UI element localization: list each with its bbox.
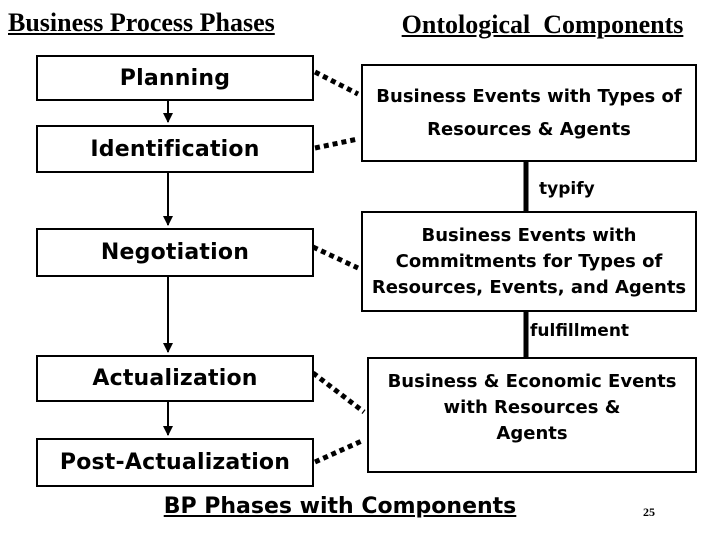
right-column-title: Ontological Components [401,10,684,39]
relation-label-typify: typify [539,179,595,199]
component-box-business-economic-events: Business & Economic Events with Resource… [367,357,697,473]
dotted-link-planning [313,69,360,97]
component-text-line: Commitments for Types of [395,250,663,272]
slide-caption: BP Phases with Components [163,494,517,519]
dotted-link-actualization [311,371,366,414]
component-box-business-events-types: Business Events with Types of Resources … [361,64,697,162]
phase-label: Planning [119,65,231,91]
component-text-line: with Resources & [443,397,621,418]
component-text-line: Resources, Events, and Agents [371,276,687,298]
dotted-link-postactualization [313,437,366,465]
phase-box-postactualization: Post-Actualization [36,438,314,487]
component-box-business-events-commitments: Business Events with Commitments for Typ… [361,211,697,312]
component-text-line: Business & Economic Events [387,371,677,392]
phase-box-identification: Identification [36,125,314,173]
dotted-link-identification [314,136,359,151]
relation-label-fulfillment: fulfillment [530,321,630,341]
component-text-line: Resources & Agents [427,119,631,140]
phase-label: Actualization [92,366,258,391]
phase-label: Identification [90,136,260,162]
phase-label: Negotiation [100,240,250,265]
component-text-line: Business Events with Types of [376,86,682,107]
dotted-link-negotiation [311,244,360,271]
component-text-line: Agents [496,423,568,444]
phase-box-planning: Planning [36,55,314,101]
left-column-title: Business Process Phases [8,8,275,37]
page-number: 25 [643,505,655,519]
component-text-line: Business Events with [421,224,637,246]
phase-box-negotiation: Negotiation [36,228,314,277]
phase-label: Post-Actualization [59,450,291,475]
phase-box-actualization: Actualization [36,355,314,402]
